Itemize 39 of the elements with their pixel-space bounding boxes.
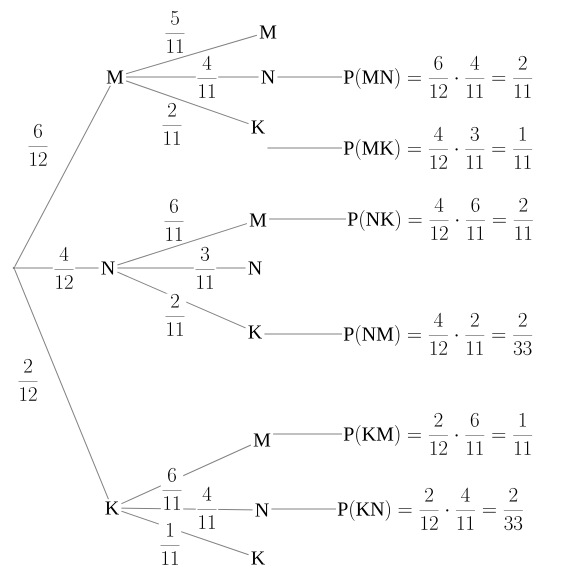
probability-label: $\frac{4}{11}$ [196, 486, 218, 530]
outcome-label: M [260, 25, 276, 39]
probability-formula: $\mathrm{P(KN)} = \frac{2}{12}\cdot\frac{4}{11} = \frac{2}{33}$ [338, 488, 523, 530]
probability-label: $\frac{3}{11}$ [194, 246, 216, 290]
branch-line [126, 34, 258, 74]
probability-label: $\frac{6}{12}$ [26, 124, 50, 166]
probability-label: $\frac{2}{12}$ [16, 358, 40, 402]
probability-label: $\frac{2}{11}$ [164, 294, 186, 336]
outcome-label: N [261, 70, 275, 84]
probability-formula: $\mathrm{P(KM)} = \frac{2}{12}\cdot\frac{6}{11} = \frac{1}{11}$ [344, 412, 532, 455]
leader-line [270, 508, 336, 510]
probability-label: $\frac{1}{11}$ [158, 522, 182, 566]
outcome-label: N [255, 503, 269, 517]
branch-point [12, 266, 16, 270]
outcome-label: M [254, 433, 270, 447]
outcome-label: K [251, 120, 266, 134]
probability-label: $\frac{4}{12}$ [52, 246, 76, 290]
outcome-label: K [251, 551, 266, 565]
outcome-label: M [250, 213, 266, 227]
leader-line [276, 76, 342, 78]
probability-formula: $\mathrm{P(NM)} = \frac{4}{12}\cdot\frac{2}{11} = \frac{2}{33}$ [344, 312, 532, 356]
branch-line [14, 268, 109, 500]
outcome-label: K [248, 325, 262, 339]
outcome-label: N [248, 261, 262, 275]
probability-label: $\frac{6}{11}$ [160, 468, 184, 510]
branch-line [126, 80, 250, 124]
probability-formula: $\mathrm{P(MK)} = \frac{4}{12}\cdot\frac{3}{11} = \frac{1}{11}$ [344, 126, 532, 169]
probability-formula: $\mathrm{P(NK)} = \frac{4}{12}\cdot\frac{6}{11} = \frac{2}{11}$ [348, 198, 533, 240]
probability-label: $\frac{6}{11}$ [162, 198, 186, 242]
probability-label: $\frac{4}{11}$ [196, 56, 218, 98]
branch-line [14, 85, 111, 268]
probability-label: $\frac{2}{11}$ [160, 102, 184, 146]
probability-label: $\frac{5}{11}$ [164, 10, 186, 54]
outcome-label: M [106, 70, 124, 84]
branch-line [116, 223, 248, 266]
outcome-label: N [101, 261, 115, 275]
outcome-label: K [105, 501, 120, 515]
probability-formula: $\mathrm{P(MN)} = \frac{6}{12}\cdot\frac{4}{11} = \frac{2}{11}$ [344, 56, 532, 98]
leader-line [268, 218, 346, 220]
